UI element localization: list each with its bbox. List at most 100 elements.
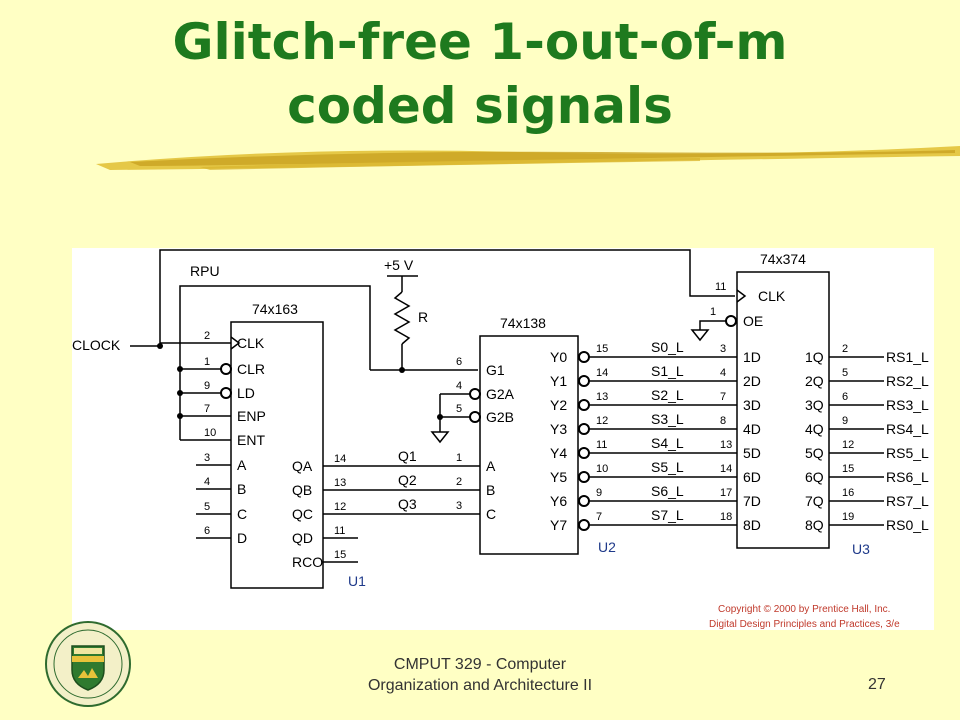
output-signal-label: RS0_L [886,517,929,533]
u3-pin-name: 2Q [805,373,824,389]
inversion-bubble [578,399,590,411]
junction-dot [177,413,183,419]
u3-pin-name: 3D [743,397,761,413]
u1-pin-number: 6 [204,525,210,537]
footer-line-2: Organization and Architecture II [367,677,593,694]
u3-pin-name: 4D [743,421,761,437]
u2-pin-number: 10 [596,463,608,475]
u2-pin-name: Y4 [550,445,567,461]
u1-pin-name: CLK [237,335,265,351]
slide-footer: CMPUT 329 - Computer Organization and Ar… [300,654,660,696]
u3-pin-number: 18 [720,511,732,523]
u3-pin-name: 1D [743,349,761,365]
copyright-line-1: Copyright © 2000 by Prentice Hall, Inc. [718,604,890,615]
inversion-bubble [578,447,590,459]
output-signal-label: RS5_L [886,445,929,461]
u2-pin-number: 5 [456,403,462,415]
u1-clk-triangle [230,336,241,350]
slide-title: Glitch-free 1-out-of-m coded signals [0,10,960,138]
u2-pin-number: 11 [596,439,607,451]
vcc-label: +5 V [384,257,414,273]
u2-pin-number: 15 [596,343,608,355]
inversion-bubble [578,375,590,387]
inversion-bubble [220,387,232,399]
u3-pin-number: 16 [842,487,854,499]
u3-pin-number: 5 [842,367,848,379]
junction-dot [177,390,183,396]
inversion-bubble [578,351,590,363]
ground-icon [690,329,710,342]
s-net-label: S5_L [651,459,684,475]
u1-pin-number: 14 [334,453,346,465]
u1-pin-number: 15 [334,549,346,561]
u1-part-label: 74x163 [252,301,298,317]
ground-icon [430,431,450,444]
u1-pin-name: QA [292,458,313,474]
u3-clk-triangle [736,289,747,303]
u3-pin-number: 19 [842,511,854,523]
u3-pin-name: 3Q [805,397,824,413]
u2-pin-name: B [486,482,495,498]
slide-title-line-2: coded signals [287,77,673,135]
s-net-label: S4_L [651,435,684,451]
u1-pin-number: 3 [204,452,210,464]
u2-pin-number: 12 [596,415,608,427]
inversion-bubble [469,388,481,400]
u2-pin-number: 4 [456,380,462,392]
u3-pin-number: 17 [720,487,732,499]
u3-pin-number: 2 [842,343,848,355]
resistor-label: R [418,309,428,325]
u2-pin-number: 7 [596,511,602,523]
q-net-label: Q3 [398,496,417,512]
u1-pin-number: 9 [204,380,210,392]
u3-pin-number: 13 [720,439,732,451]
u2-pin-name: G1 [486,362,505,378]
u1-pin-number: 1 [204,356,210,368]
u1-pin-number: 7 [204,403,210,415]
output-signal-label: RS2_L [886,373,929,389]
u2-pin-name: Y7 [550,517,567,533]
u1-pin-number: 5 [204,501,210,513]
u2-pin-number: 6 [456,356,462,368]
u1-pin-name: ENP [237,408,266,424]
u1-pin-name: CLR [237,361,265,377]
q-net-label: Q2 [398,472,417,488]
s-net-label: S1_L [651,363,684,379]
inversion-bubble [469,411,481,423]
u2-pin-name: Y1 [550,373,567,389]
u1-pin-name: C [237,506,247,522]
u1-pin-name: ENT [237,432,265,448]
u2-body [479,335,579,555]
u1-ref-label: U1 [348,573,366,589]
u3-pin-name: 8Q [805,517,824,533]
u1-pin-name: QB [292,482,312,498]
u2-part-label: 74x138 [500,315,546,331]
q-net-label: Q1 [398,448,417,464]
title-underline-brush [96,146,960,170]
u3-pin-name: 4Q [805,421,824,437]
u3-pin-number: 6 [842,391,848,403]
u3-part-label: 74x374 [760,251,806,267]
u3-pin-number: 3 [720,343,726,355]
u2-pin-number: 3 [456,500,462,512]
u2-pin-name: G2A [486,386,515,402]
u3-pin-number: 1 [710,306,716,318]
u3-pin-number: 8 [720,415,726,427]
clock-to-u3-wire [159,249,735,346]
u2-ref-label: U2 [598,539,616,555]
u1-pin-name: QD [292,530,313,546]
u2-pin-number: 13 [596,391,608,403]
output-signal-label: RS1_L [886,349,929,365]
copyright-line-2: Digital Design Principles and Practices,… [709,619,900,630]
u3-pin-name: 6Q [805,469,824,485]
u3-pin-name: 7D [743,493,761,509]
slide-number: 27 [868,676,886,693]
u3-pin-name: 8D [743,517,761,533]
s-net-label: S3_L [651,411,684,427]
u1-pin-number: 13 [334,477,346,489]
u3-pin-name: 2D [743,373,761,389]
u2-pin-number: 2 [456,476,462,488]
inversion-bubble [578,495,590,507]
s-net-label: S0_L [651,339,684,355]
